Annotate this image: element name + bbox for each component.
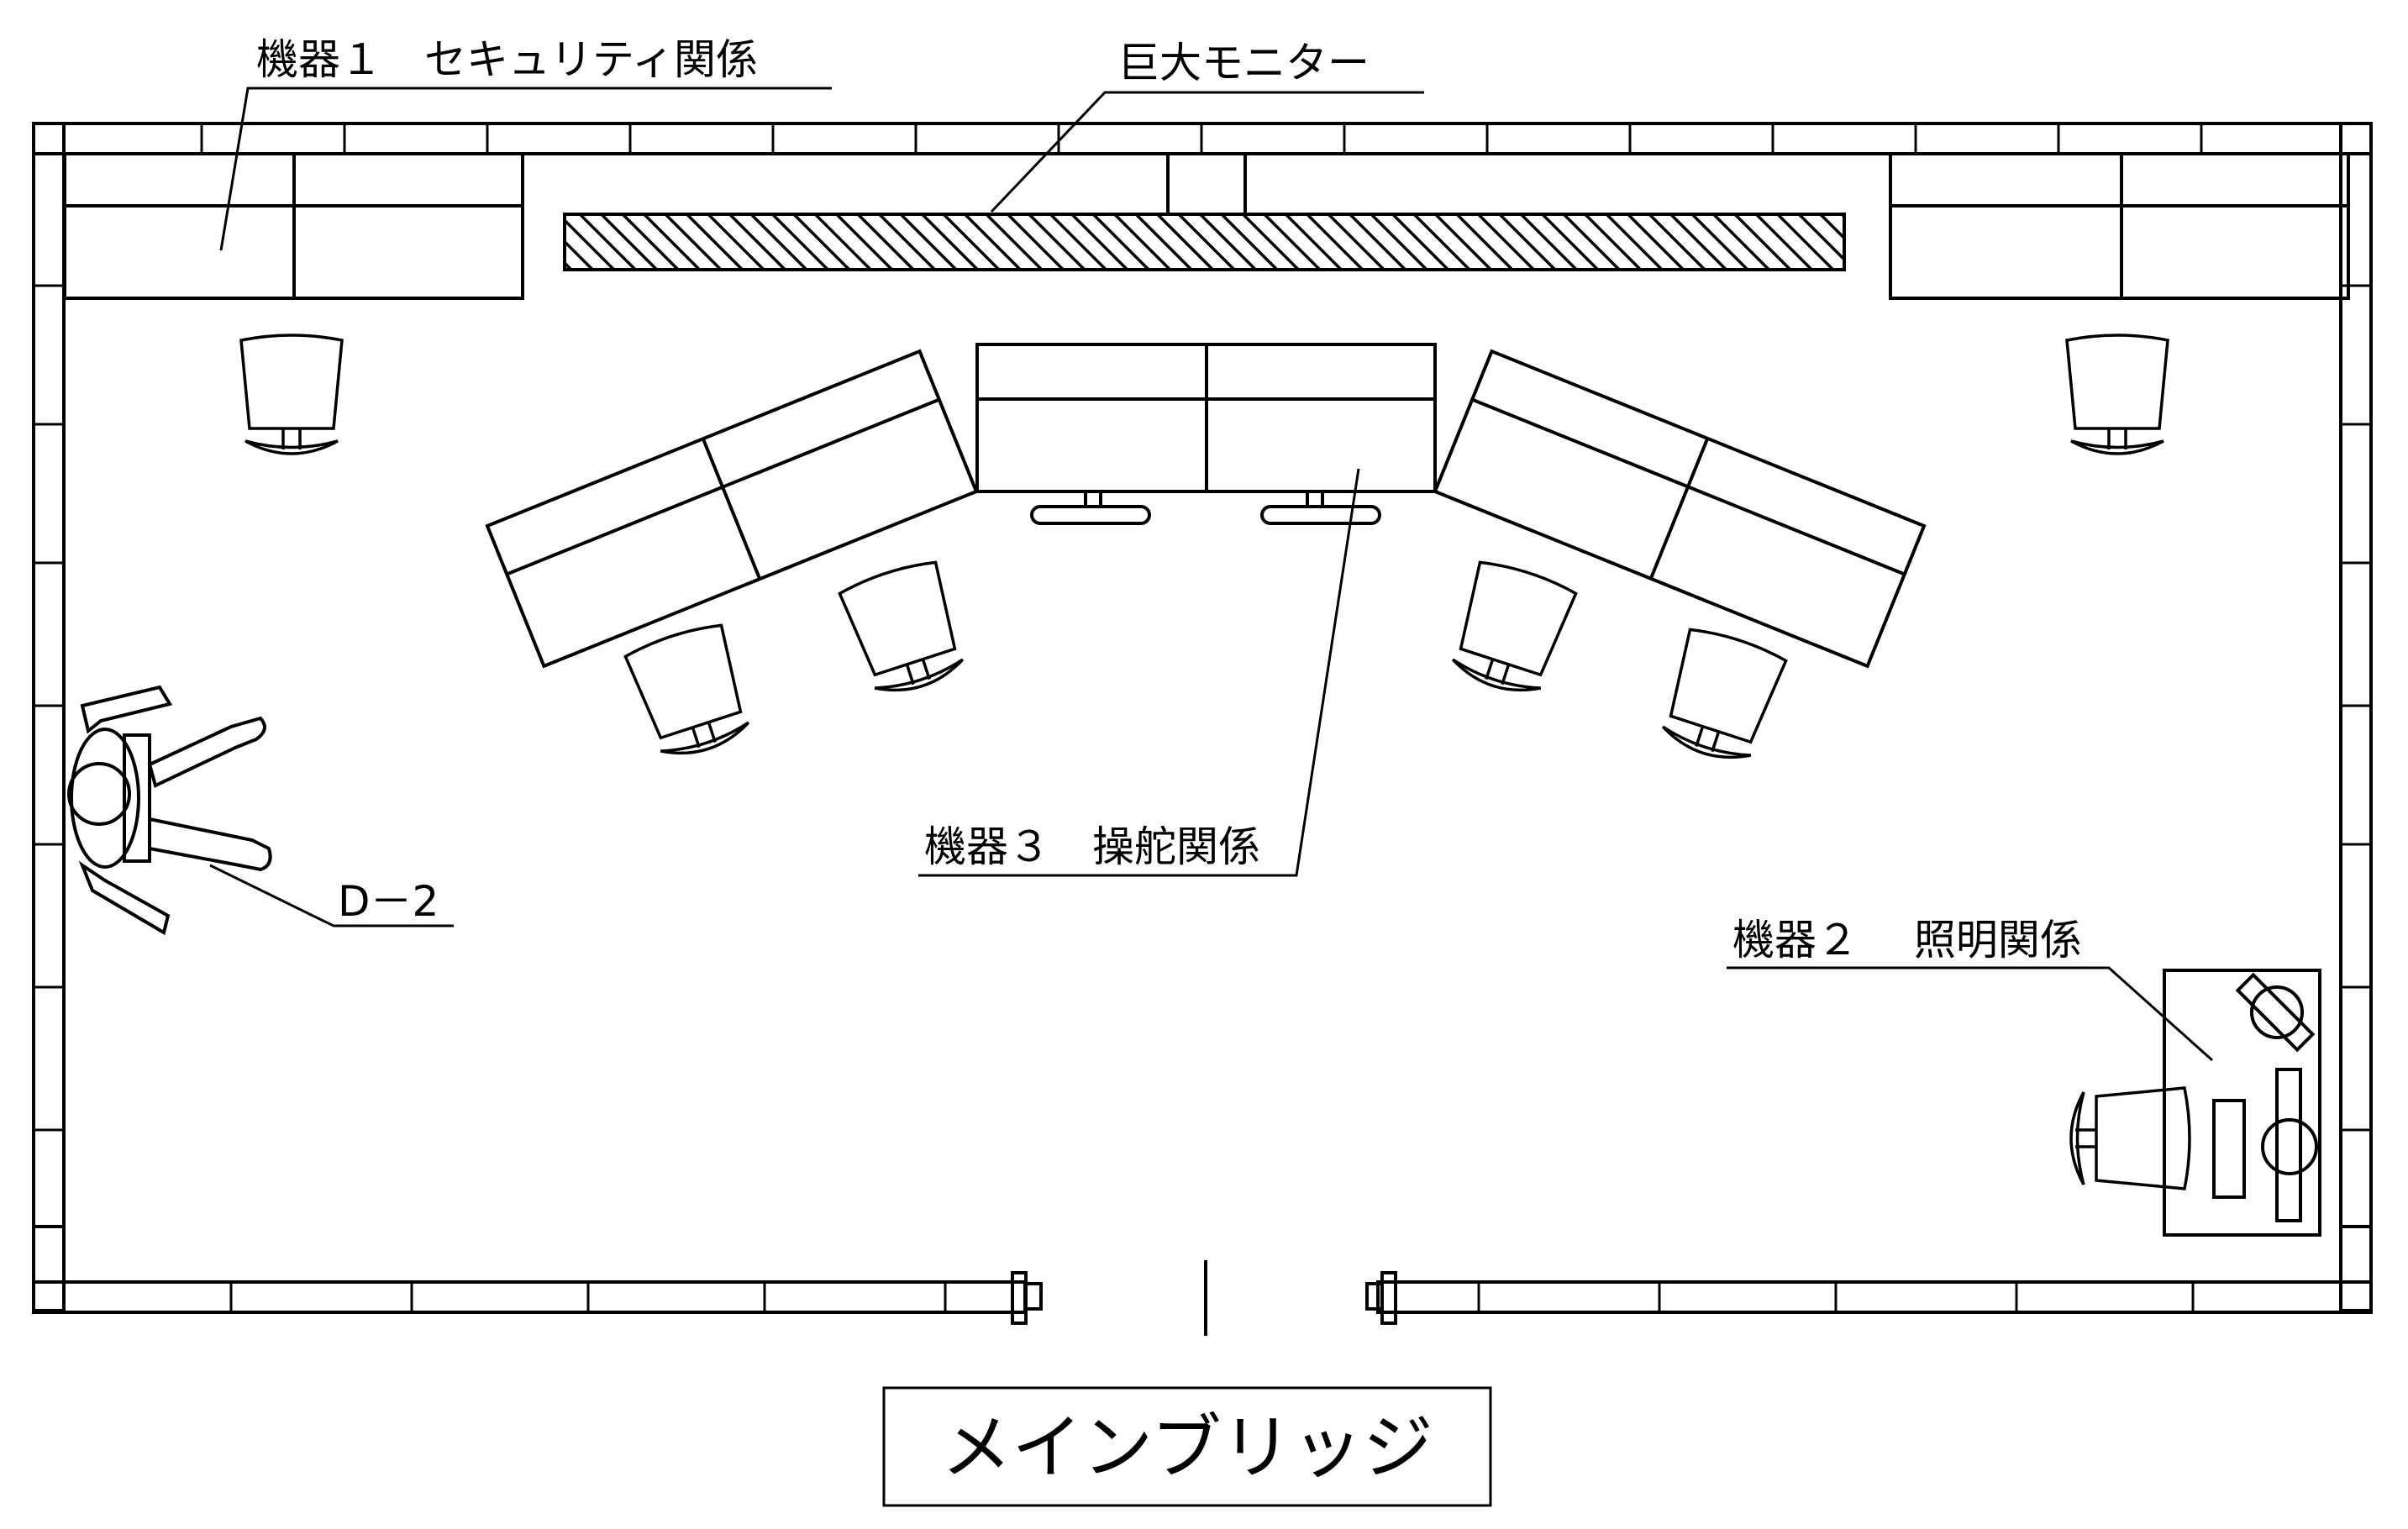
doorway xyxy=(1011,1260,1397,1336)
equipment3-center-console xyxy=(975,343,1437,525)
label-equipment3: 機器３ 操舵関係 xyxy=(924,822,1260,871)
chair-center-right-1 xyxy=(1451,560,1578,692)
leader-equipment2 xyxy=(1727,966,2213,1062)
label-monitor: 巨大モニター xyxy=(1117,39,1370,87)
chair-center-right-2 xyxy=(1661,628,1788,759)
leader-equipment3 xyxy=(918,468,1360,877)
right-wall xyxy=(2339,122,2373,1314)
title-box: メインブリッジ xyxy=(882,1386,1492,1507)
left-angled-console xyxy=(485,349,979,669)
leader-equipment1 xyxy=(219,87,832,251)
chairs xyxy=(239,334,2191,1190)
left-wall xyxy=(32,122,66,1314)
monitor-mount xyxy=(1166,152,1247,216)
chair-lighting-desk xyxy=(2069,1086,2191,1190)
chair-top-left xyxy=(239,334,344,455)
equipment1-console xyxy=(63,152,524,300)
leader-monitor xyxy=(990,91,1424,213)
person-d2 xyxy=(67,685,272,936)
person-head xyxy=(67,762,131,826)
bottom-wall-left xyxy=(32,1280,1027,1314)
top-right-console xyxy=(1889,152,2350,300)
chair-center-left-1 xyxy=(623,623,750,755)
bottom-wall-right xyxy=(1376,1280,2373,1314)
chair-top-right xyxy=(2065,334,2169,455)
leader-lines xyxy=(209,87,2213,1062)
label-person: D－2 xyxy=(338,877,439,926)
wall-posts xyxy=(32,122,2373,1314)
giant-monitor xyxy=(563,152,1846,271)
walls xyxy=(32,122,2373,1314)
label-equipment1: 機器１ セキュリティ関係 xyxy=(256,35,758,84)
monitor-screen xyxy=(563,213,1846,271)
leader-person xyxy=(209,864,454,927)
equipment2-lighting-desk xyxy=(2163,969,2321,1237)
chair-center-left-2 xyxy=(838,560,965,692)
page-title: メインブリッジ xyxy=(941,1406,1433,1489)
label-equipment2: 機器２ 照明関係 xyxy=(1732,916,2082,964)
right-angled-console xyxy=(1433,349,1927,669)
